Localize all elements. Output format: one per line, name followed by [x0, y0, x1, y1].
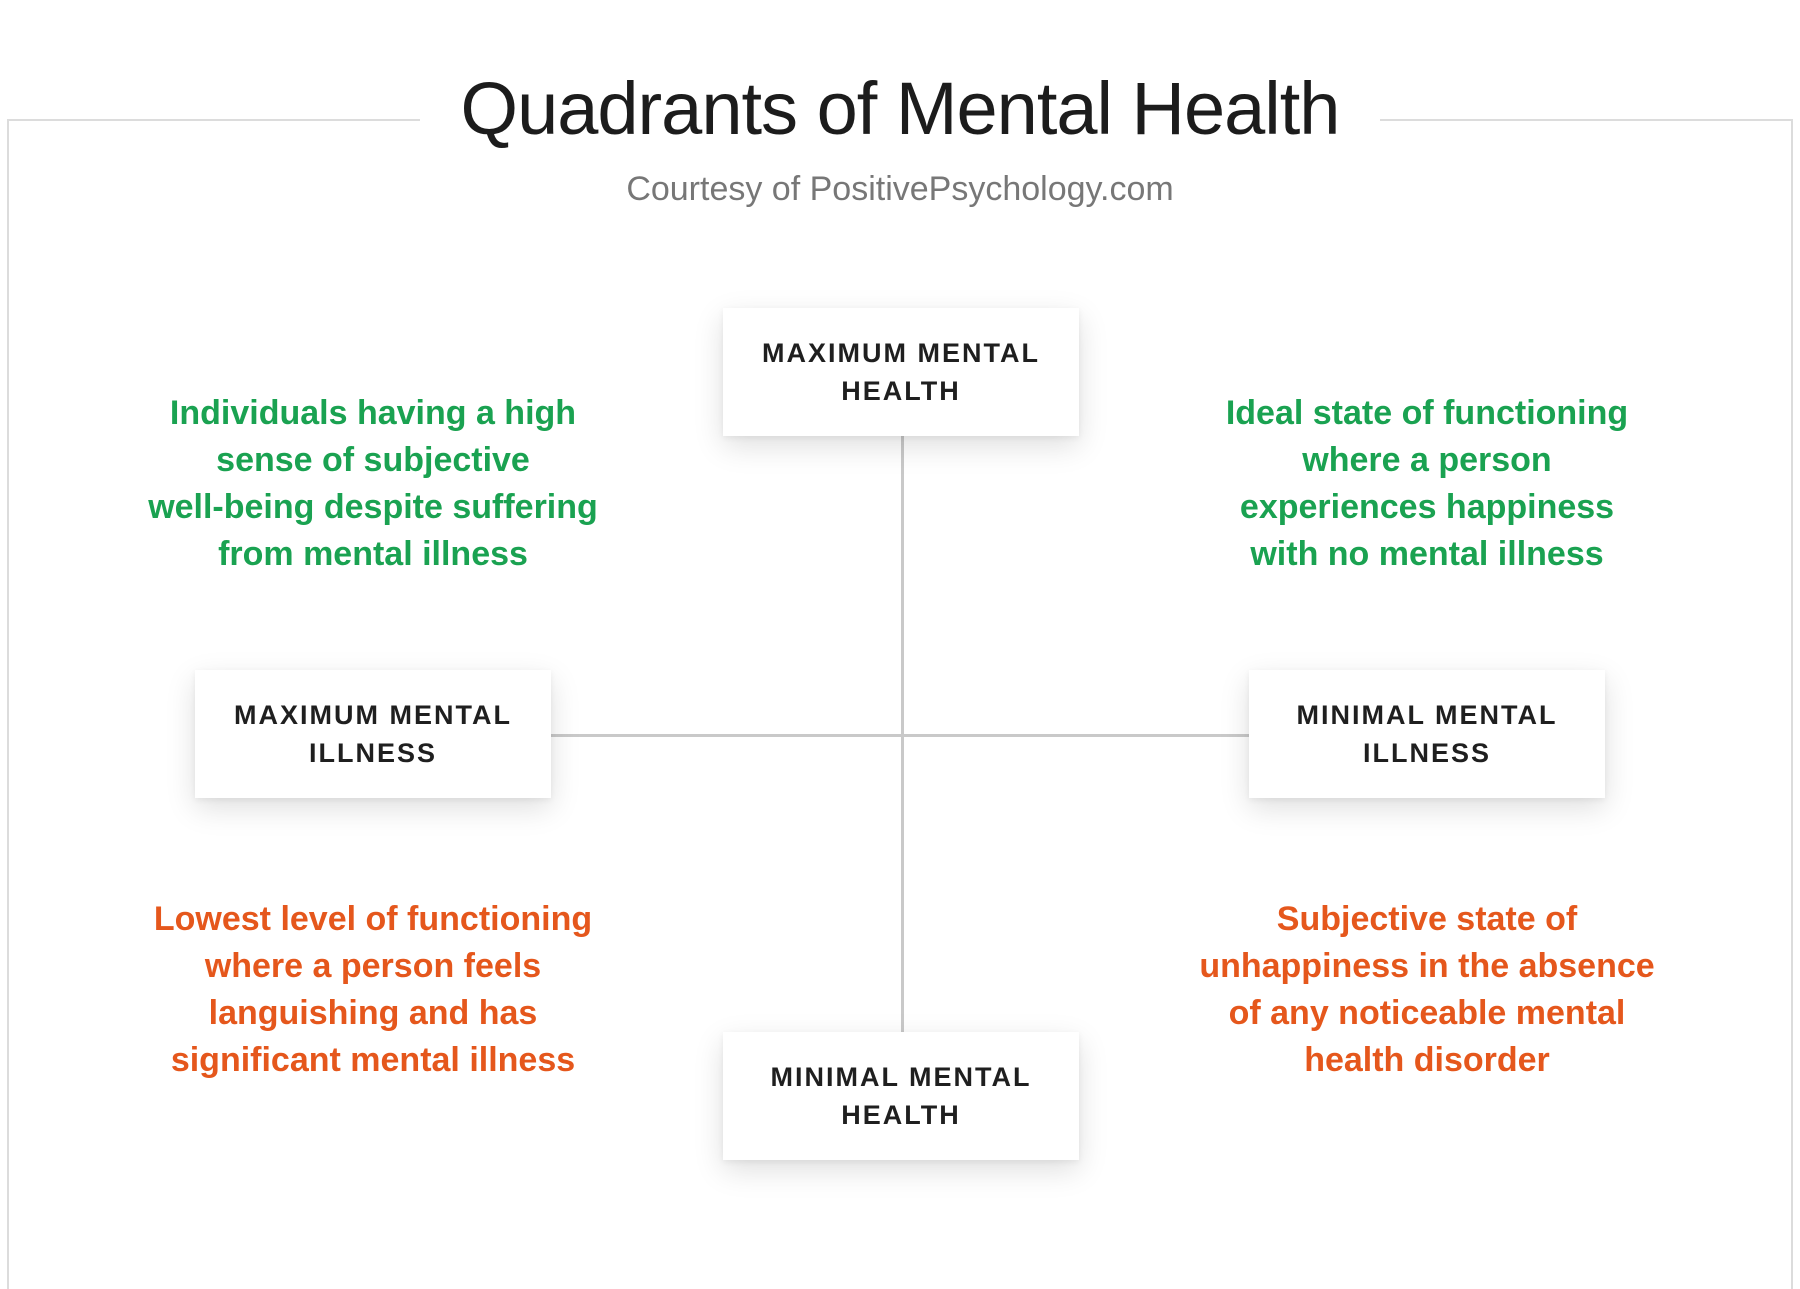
axis-label-left: MAXIMUM MENTAL ILLNESS: [195, 670, 551, 798]
axis-label-top-text: MAXIMUM MENTAL HEALTH: [762, 338, 1040, 406]
quadrant-bottom-left-description: Lowest level of functioning where a pers…: [153, 900, 593, 1079]
axis-label-bottom-text: MINIMAL MENTAL HEALTH: [770, 1062, 1032, 1130]
diagram-title: Quadrants of Mental Health: [460, 67, 1341, 150]
title-background: [420, 80, 1380, 160]
horizontal-axis: [550, 734, 1250, 737]
diagram-subtitle: Courtesy of PositivePsychology.com: [626, 170, 1174, 208]
quadrant-top-left-description: Individuals having a high sense of subje…: [148, 394, 598, 573]
quadrant-bottom-right-description: Subjective state of unhappiness in the a…: [1199, 900, 1655, 1079]
axis-label-left-text: MAXIMUM MENTAL ILLNESS: [234, 700, 512, 768]
axis-label-bottom: MINIMAL MENTAL HEALTH: [723, 1032, 1079, 1160]
axis-label-right: MINIMAL MENTAL ILLNESS: [1249, 670, 1605, 798]
quadrant-top-right-description: Ideal state of functioning where a perso…: [1225, 394, 1629, 573]
axis-label-right-text: MINIMAL MENTAL ILLNESS: [1296, 700, 1558, 768]
axis-label-top: MAXIMUM MENTAL HEALTH: [723, 308, 1079, 436]
